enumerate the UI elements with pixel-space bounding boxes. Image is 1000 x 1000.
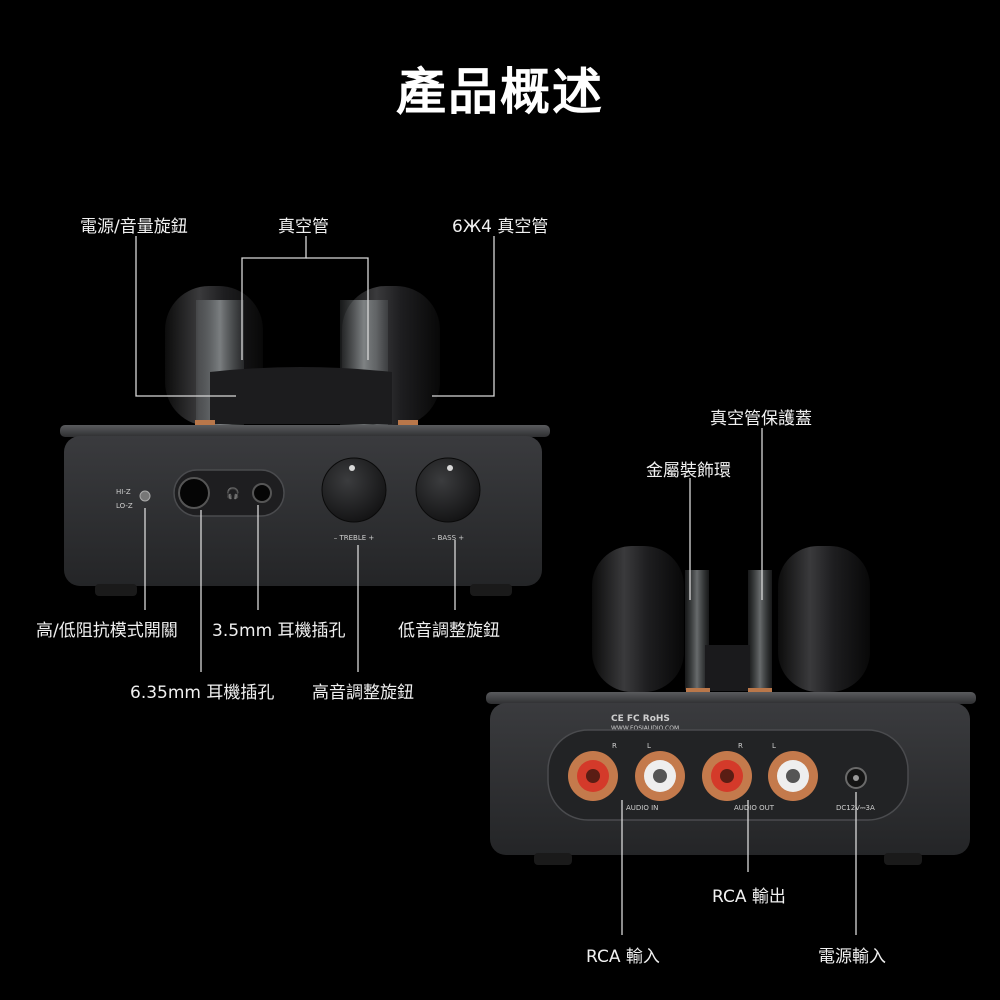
label-power-volume-knob: 電源/音量旋鈕 [80,217,188,237]
label-bass-knob: 低音調整旋鈕 [398,621,500,641]
leader-lines [135,236,857,935]
tube-center-cover [705,645,750,691]
label-6j4-tube: 6Ж4 真空管 [452,217,549,237]
front-unit: HI-Z LO-Z 🎧 – TREBLE + – BASS + [60,286,550,596]
rca-in-left[interactable] [635,751,685,801]
audio-in-label: AUDIO IN [626,804,658,812]
impedance-switch[interactable] [139,490,151,502]
treble-knob-indicator [349,465,355,471]
label-rca-in: RCA 輸入 [586,947,660,967]
foot [534,853,572,865]
metal-ring-right [398,420,418,425]
tube-center-cover [210,367,392,424]
tube-cover-left [592,546,684,692]
metal-ring-left [686,688,710,693]
label-impedance-switch: 高/低阻抗模式開關 [36,621,178,641]
l-label: L [647,742,651,750]
treble-text: – TREBLE + [334,534,375,542]
l-label: L [772,742,776,750]
glass-tube-right [748,570,772,690]
label-treble-knob: 高音調整旋鈕 [312,683,414,703]
back-lid [486,692,976,704]
jack-35[interactable] [252,483,272,503]
label-jack-35: 3.5mm 耳機插孔 [212,621,346,641]
bass-knob[interactable] [415,457,481,523]
jack-635[interactable] [178,477,210,509]
bass-text: – BASS + [432,534,464,542]
front-lid [60,425,550,437]
label-tube: 真空管 [278,217,329,237]
r-label: R [738,742,743,750]
label-rca-out: RCA 輸出 [712,887,786,907]
label-jack-635: 6.35mm 耳機插孔 [130,683,275,703]
label-metal-ring: 金屬裝飾環 [646,461,731,481]
r-label: R [612,742,617,750]
foot [95,584,137,596]
foot [884,853,922,865]
metal-ring-left [195,420,215,425]
tube-cover-right [778,546,870,692]
headphone-icon: 🎧 [226,487,240,500]
dc-pin [853,775,859,781]
foot [470,584,512,596]
metal-ring-right [748,688,772,693]
back-unit: CE FC RoHS WWW.FOSIAUDIO.COM R L R L [486,546,976,865]
rca-out-left[interactable] [768,751,818,801]
page-title: 產品概述 [396,63,604,121]
lo-z-label: LO-Z [116,502,133,510]
rca-out-right[interactable] [702,751,752,801]
treble-knob[interactable] [321,457,387,523]
audio-out-label: AUDIO OUT [734,804,775,812]
label-power-in: 電源輸入 [818,947,886,967]
website-text: WWW.FOSIAUDIO.COM [611,725,679,732]
hi-z-label: HI-Z [116,488,131,496]
rca-in-right[interactable] [568,751,618,801]
label-tube-cover: 真空管保護蓋 [710,409,812,429]
bass-knob-indicator [447,465,453,471]
cert-text: CE FC RoHS [611,714,670,724]
